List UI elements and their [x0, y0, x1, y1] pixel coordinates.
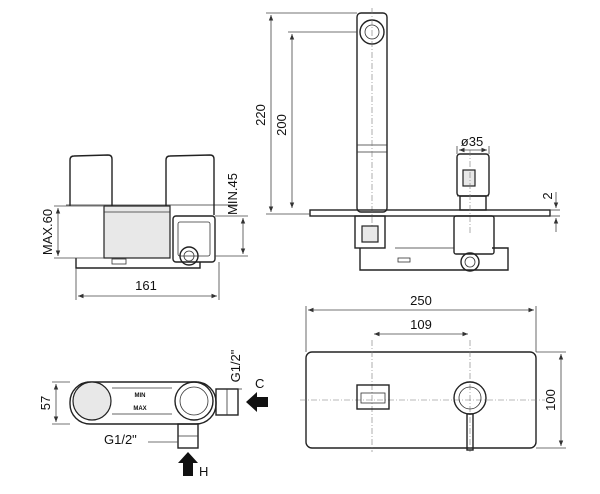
- front-height-spout: 200: [274, 114, 289, 136]
- plate-width: 250: [410, 293, 432, 308]
- plate-offset: 109: [410, 317, 432, 332]
- body-depth: 57: [38, 396, 53, 410]
- thread-top-label: G1/2": [228, 349, 243, 382]
- front-plate-thickness: 2: [540, 192, 555, 199]
- cold-label: C: [255, 376, 264, 391]
- plate-height: 100: [543, 389, 558, 411]
- cold-inlet-arrow-icon: [246, 392, 268, 412]
- hot-inlet-arrow-icon: [178, 452, 198, 476]
- front-height-total: 220: [253, 104, 268, 126]
- side-max-dimension: MAX.60: [40, 209, 55, 255]
- hot-label: H: [199, 464, 208, 479]
- side-width-dimension: 161: [135, 278, 157, 293]
- side-view: 161 MAX.60 MIN.45: [40, 154, 248, 300]
- max-label: MAX: [133, 406, 146, 412]
- front-view: 220 200 ø35 2: [253, 8, 560, 272]
- top-view: MIN MAX 57 G1/2" G1/2" C H: [38, 349, 268, 479]
- side-min-dimension: MIN.45: [225, 173, 240, 215]
- min-label: MIN: [135, 393, 146, 399]
- front-diameter: ø35: [461, 134, 483, 149]
- plate-view: 250 109 100: [300, 293, 566, 452]
- thread-bottom-label: G1/2": [104, 432, 137, 447]
